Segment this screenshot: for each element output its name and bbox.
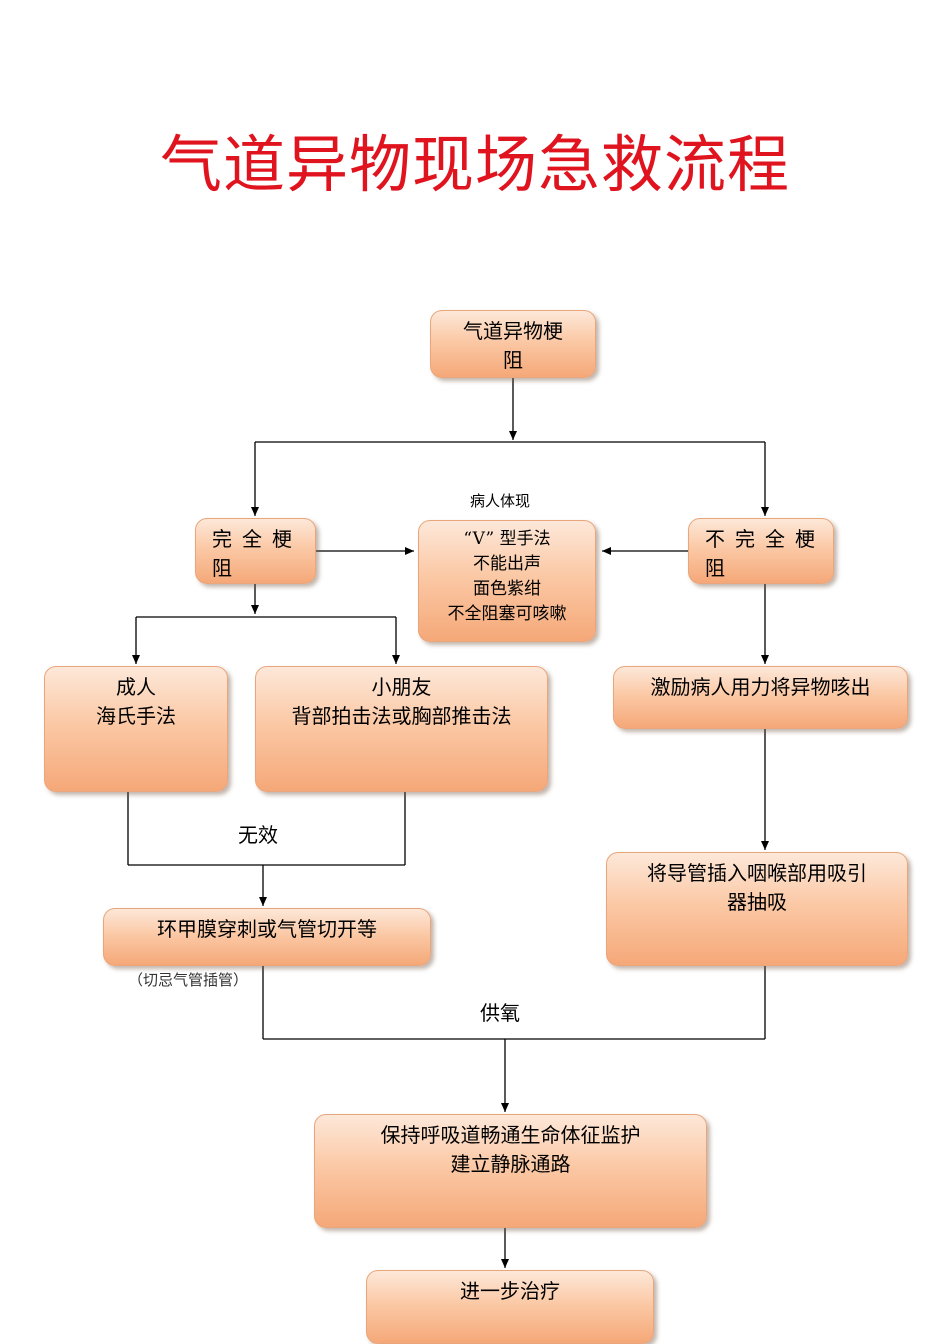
node-line: 面色紫绀 (473, 579, 541, 599)
node-airway-obstruction: 气道异物梗 阻 (430, 310, 596, 378)
node-adult-heimlich: 成人 海氏手法 (44, 666, 228, 792)
node-line: 器抽吸 (727, 890, 787, 914)
node-line: 不能出声 (473, 554, 541, 574)
page-title: 气道异物现场急救流程 (159, 128, 790, 201)
node-patient-symptoms: “V” 型手法 不能出声 面色紫绀 不全阻塞可咳嗽 (418, 520, 596, 642)
node-suction: 将导管插入咽喉部用吸引 器抽吸 (606, 852, 908, 966)
node-encourage-cough: 激励病人用力将异物咳出 (613, 666, 908, 729)
node-line: 海氏手法 (96, 704, 176, 728)
node-line: 环甲膜穿刺或气管切开等 (157, 917, 377, 941)
node-line: 不完全梗 (705, 527, 825, 551)
node-complete-obstruction: 完全梗 阻 (195, 518, 316, 584)
label-oxygen: 供氧 (480, 1001, 520, 1025)
node-line: 保持呼吸道畅通生命体征监护 (380, 1123, 641, 1147)
node-line: “V” 型手法 (463, 529, 551, 549)
node-line: 阻 (212, 556, 232, 580)
node-line: 将导管插入咽喉部用吸引 (647, 861, 867, 885)
node-child-back-blows: 小朋友 背部拍击法或胸部推击法 (255, 666, 548, 792)
node-line: 不全阻塞可咳嗽 (447, 604, 567, 624)
node-line: 气道异物梗 (463, 319, 563, 343)
node-line: 阻 (705, 556, 725, 580)
label-no-intubation: （切忌气管插管） (128, 971, 249, 989)
symptoms-header: 病人体现 (470, 492, 531, 510)
node-line: 进一步治疗 (460, 1279, 560, 1303)
node-line: 小朋友 (371, 675, 432, 699)
node-line: 激励病人用力将异物咳出 (650, 675, 871, 699)
label-ineffective: 无效 (238, 823, 278, 847)
node-cricothyroid-puncture: 环甲膜穿刺或气管切开等 (103, 908, 431, 966)
node-line: 成人 (116, 675, 156, 699)
node-line: 建立静脉通路 (450, 1152, 571, 1176)
node-line: 完全梗 (212, 527, 302, 551)
node-line: 阻 (503, 348, 523, 372)
node-maintain-airway: 保持呼吸道畅通生命体征监护 建立静脉通路 (314, 1114, 707, 1228)
node-further-treatment: 进一步治疗 (366, 1270, 654, 1344)
node-line: 背部拍击法或胸部推击法 (291, 704, 512, 728)
node-incomplete-obstruction: 不完全梗 阻 (688, 518, 834, 584)
